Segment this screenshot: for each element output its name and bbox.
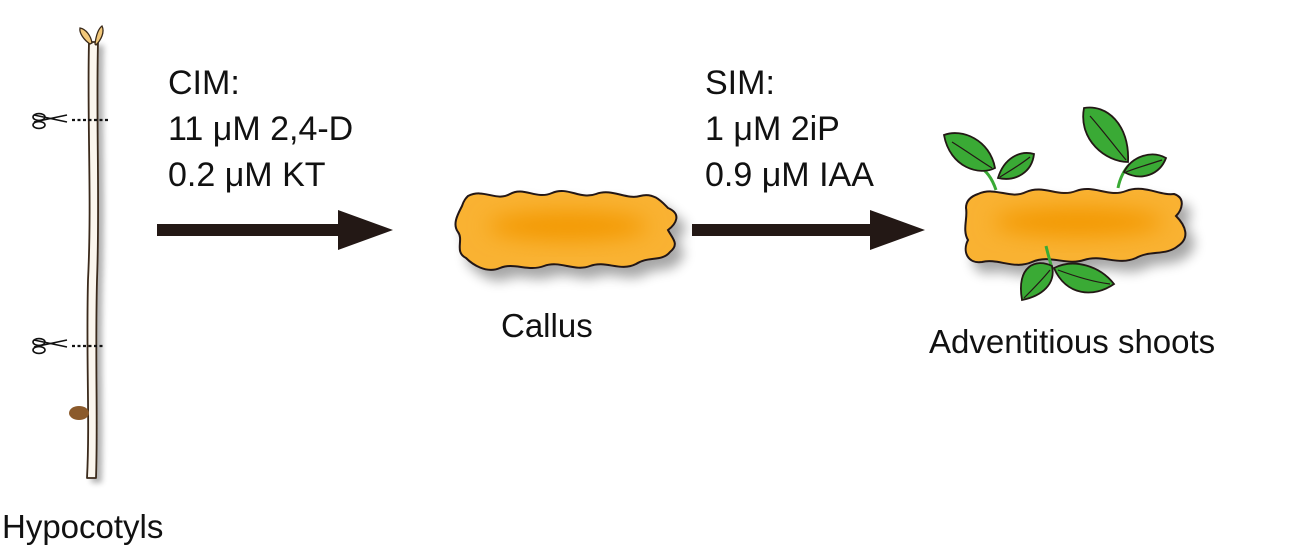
cim-cytokinin-label: 0.2 μM KT [168, 156, 326, 194]
leaf-top-right [1082, 106, 1168, 189]
hypocotyl-stem [86, 41, 100, 479]
seed-coat [69, 406, 89, 420]
arrow-cim [157, 210, 393, 250]
scissors-icon [32, 337, 68, 355]
sim-auxin-label: 0.9 μM IAA [705, 156, 874, 194]
callus-label: Callus [501, 307, 593, 344]
cim-medium-label: CIM: [168, 64, 240, 102]
hypocotyls-label: Hypocotyls [2, 508, 164, 545]
leaf-top-left [942, 132, 1035, 191]
shoots-label: Adventitious shoots [929, 323, 1216, 360]
hypocotyl-seedling [86, 41, 100, 479]
cotyledon-right [94, 25, 104, 46]
cotyledon-left [79, 27, 93, 45]
leaf-bottom [1020, 245, 1116, 302]
sim-medium-label: SIM: [705, 64, 775, 102]
sim-cytokinin-label: 1 μM 2iP [705, 110, 840, 148]
cim-auxin-label: 11 μM 2,4-D [168, 110, 354, 148]
callus-core [488, 212, 648, 240]
shoot-callus-core [993, 208, 1163, 236]
scissors-icon [32, 112, 68, 130]
arrow-sim [692, 210, 925, 250]
